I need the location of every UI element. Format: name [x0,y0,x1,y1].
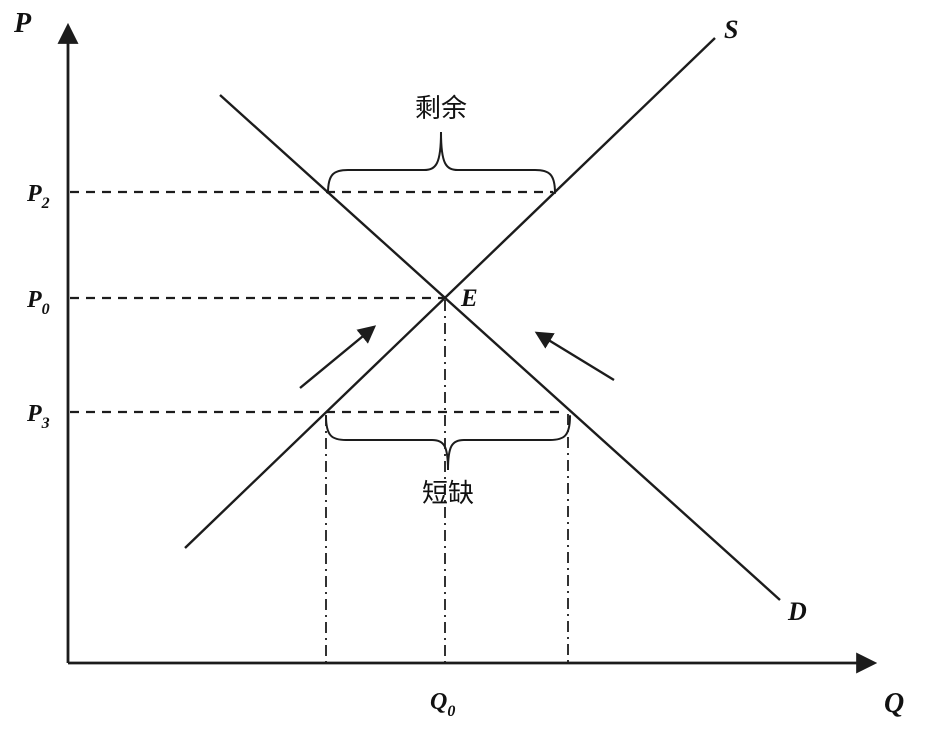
shortage-brace [325,415,571,471]
shortage-annotation: 短缺 [422,479,474,509]
price-p3-label: P3 [26,401,50,432]
adjustment-arrow-left [299,325,377,389]
quantity-q0-label: Q0 [430,689,455,720]
adjustment-arrow-right [534,331,615,382]
demand-curve-label: D [787,597,807,626]
surplus-annotation: 剩余 [415,94,467,124]
demand-curve [219,94,781,601]
supply-curve [184,37,716,549]
price-p0-label: P0 [26,287,50,318]
x-axis-label: Q [884,688,904,719]
surplus-brace [327,131,556,194]
y-axis-label: P [13,8,32,39]
supply-curve-label: S [724,15,738,44]
price-p2-label: P2 [26,181,50,212]
equilibrium-label: E [460,285,478,312]
